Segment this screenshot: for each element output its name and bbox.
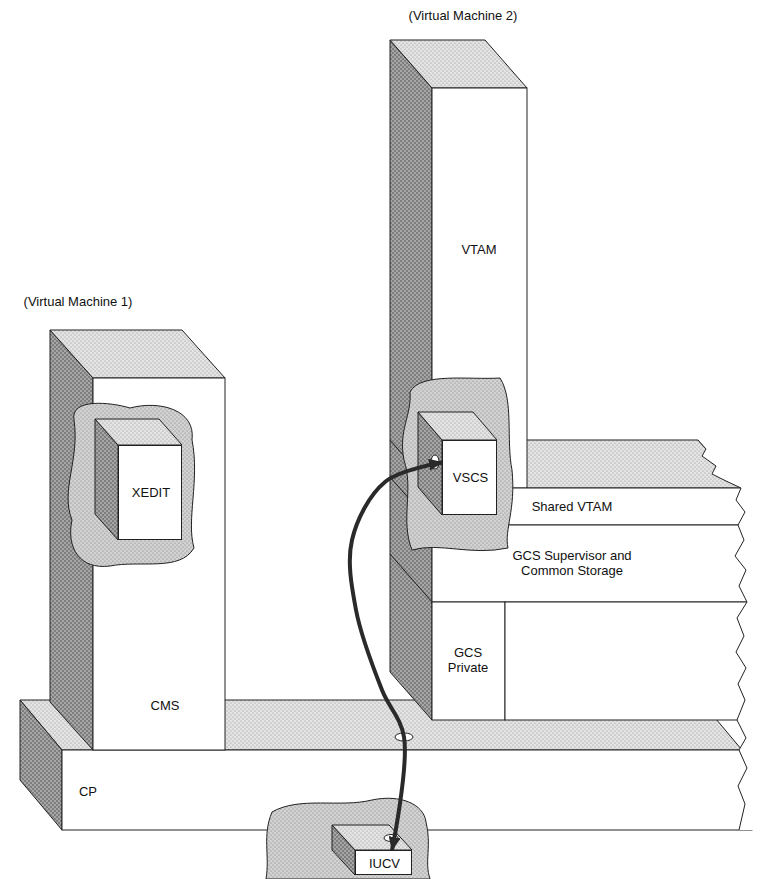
cutout-blob [68,403,194,566]
storage-band: GCS Private [432,602,505,720]
box-top-face [418,412,497,440]
vm-column: (Virtual Machine 2)VTAMVSCS [432,88,527,488]
program-box: VSCS [442,440,497,515]
program-box: XEDIT [118,445,182,540]
box-top-face [95,419,182,445]
machine-heading: (Virtual Machine 2) [388,8,538,24]
side-band-line [390,554,432,602]
band-front-face [432,602,505,720]
message-arrow [350,463,442,851]
cutout-blob [402,378,512,551]
column-side-face [390,40,432,720]
torn-edge-mask [698,440,766,830]
component-label: CP [68,784,108,800]
torn-edge [698,440,747,830]
column-top-face [390,40,527,88]
band-front-face [505,602,750,720]
component-label: VSCS [445,470,497,486]
component-label: XEDIT [121,485,181,501]
vm-column: (Virtual Machine 1)CMSXEDIT [93,378,225,750]
component-label: CMS [135,698,195,714]
cutout-blob [266,798,430,879]
program-box: IUCV [355,850,412,875]
component-label: GCS Private [440,645,496,676]
floor-side-face [20,700,62,830]
box-top-face [332,825,412,850]
column-top-face [50,330,225,378]
storage-band: Shared VTAM [432,488,740,525]
component-label: GCS Supervisor and Common Storage [507,548,637,579]
component-label: IUCV [358,856,412,872]
storage-band: GCS Supervisor and Common Storage [432,525,740,602]
machine-heading: (Virtual Machine 1) [3,294,153,310]
component-label: Shared VTAM [497,499,647,515]
cp-base: CPIUCV [62,750,742,830]
component-label: VTAM [439,242,519,258]
